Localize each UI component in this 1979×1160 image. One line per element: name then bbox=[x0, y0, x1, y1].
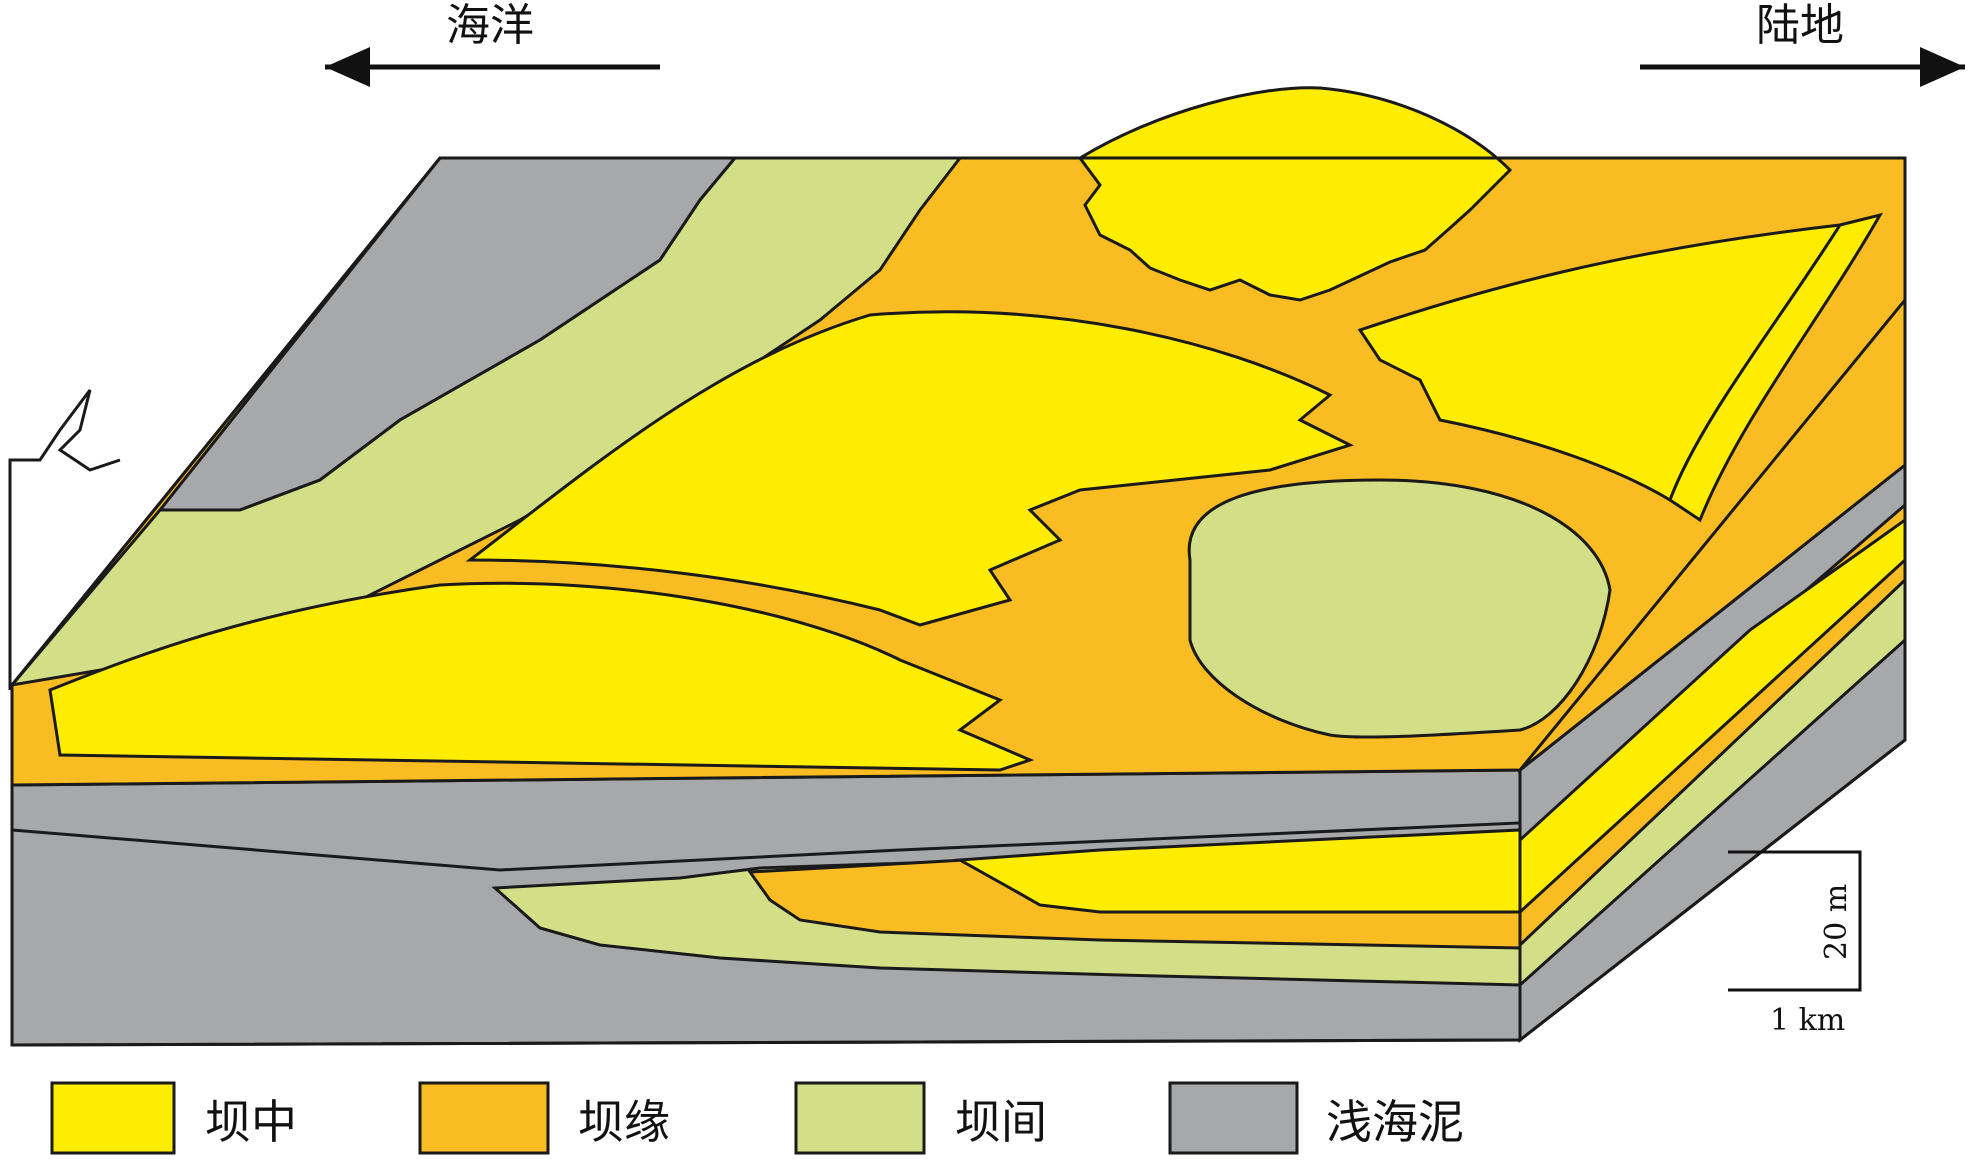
bar-core-middle bbox=[465, 310, 1354, 627]
block-outline bbox=[10, 156, 1907, 1047]
well-marker bbox=[8, 389, 121, 690]
scale-vertical-label: 20 m bbox=[1819, 884, 1854, 960]
legend-label-interbar: 坝间 bbox=[955, 1095, 1047, 1149]
legend-swatch-bar-margin bbox=[418, 1081, 550, 1155]
legend-label-bar-margin: 坝缘 bbox=[578, 1095, 670, 1149]
legend: 坝中 坝缘 坝间 浅海泥 bbox=[50, 1081, 1464, 1155]
seaward-label: 海洋 bbox=[446, 0, 534, 51]
bar-core-front bbox=[48, 581, 1035, 772]
front-lens-core bbox=[954, 828, 1522, 914]
scale-horizontal-label: 1 km bbox=[1770, 1003, 1845, 1038]
legend-swatch-shelf-mud bbox=[1168, 1081, 1299, 1155]
scale-bar bbox=[1728, 850, 1862, 992]
bar-core-edge-strip bbox=[1668, 212, 1884, 523]
back-mound bbox=[1077, 86, 1513, 302]
legend-label-shelf-mud: 浅海泥 bbox=[1326, 1095, 1464, 1149]
legend-swatch-interbar bbox=[794, 1081, 926, 1155]
interbar-oval bbox=[1187, 478, 1612, 739]
legend-label-bar-core: 坝中 bbox=[205, 1095, 297, 1149]
legend-swatch-bar-core bbox=[50, 1081, 176, 1155]
landward-label: 陆地 bbox=[1756, 0, 1844, 51]
